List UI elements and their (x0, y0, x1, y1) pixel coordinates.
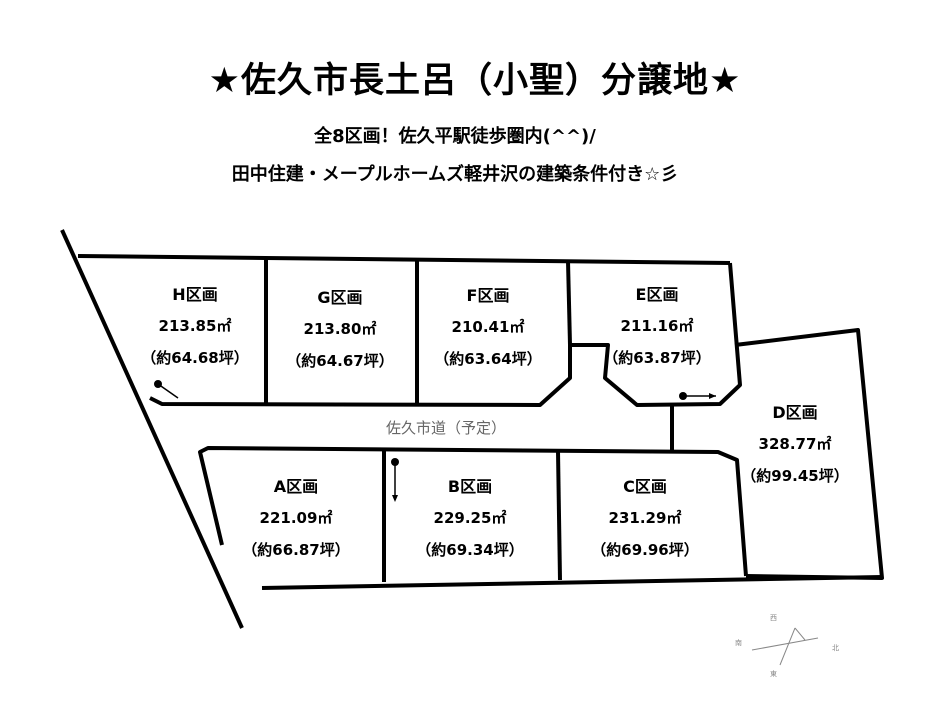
lot-g-tsubo: （約64.67坪） (286, 352, 393, 370)
divider-b-c (556, 450, 562, 581)
arrowhead-e (709, 393, 716, 399)
lot-b-tsubo: （約69.34坪） (416, 541, 523, 559)
lot-c-name: C区画 (623, 477, 667, 496)
south-row-outline (198, 446, 748, 577)
page-title: ★佐久市長土呂（小聖）分譲地★ (208, 61, 742, 101)
entrance-arrow-h (157, 383, 179, 399)
compass-line-2 (779, 627, 796, 666)
lot-d-outline (734, 328, 884, 580)
lot-g-name: G区画 (317, 288, 362, 307)
lot-e-tsubo: （約63.87坪） (603, 349, 710, 367)
subtitle-build-conditions: 田中住建・メープルホームズ軽井沢の建築条件付き☆彡 (231, 164, 679, 185)
lot-h-tsubo: （約64.68坪） (141, 349, 248, 367)
south-boundary-line (261, 575, 883, 590)
compass-east: 東 (770, 669, 777, 678)
compass-rose (751, 627, 819, 666)
lot-d-name: D区画 (772, 403, 817, 422)
lot-labels: H区画 213.85㎡ （約64.68坪） G区画 213.80㎡ （約64.67坪） F区… (141, 285, 848, 559)
road-label: 佐久市道（予定） (386, 419, 506, 437)
lot-f-area: 210.41㎡ (452, 318, 525, 336)
west-boundary-line (60, 229, 244, 629)
lot-h-name: H区画 (172, 285, 217, 304)
compass-line-1 (751, 637, 819, 651)
lot-c-tsubo: （約69.96坪） (591, 541, 698, 559)
divider-f-e (566, 260, 572, 346)
arrowhead-b (392, 495, 398, 502)
north-row-outline (149, 262, 742, 407)
compass-line-3 (794, 627, 806, 641)
lot-e-name: E区画 (636, 285, 679, 304)
lot-h-area: 213.85㎡ (159, 317, 232, 335)
lot-f-name: F区画 (467, 286, 510, 305)
compass-south: 南 (735, 638, 742, 647)
entrance-markers (154, 380, 716, 502)
lot-d-tsubo: （約99.45坪） (741, 467, 848, 485)
lot-a-name: A区画 (274, 477, 318, 496)
lot-b-name: B区画 (448, 477, 492, 496)
lot-g-area: 213.80㎡ (304, 320, 377, 338)
subtitle-walk-distance: 全8区画！佐久平駅徒歩圏内(^^)/ (314, 126, 596, 147)
lot-b-area: 229.25㎡ (434, 509, 507, 527)
compass-west: 西 (770, 614, 777, 622)
lot-boundaries (60, 229, 884, 629)
lot-a-tsubo: （約66.87坪） (242, 541, 349, 559)
lot-f-tsubo: （約63.64坪） (434, 350, 541, 368)
lot-e-area: 211.16㎡ (621, 317, 694, 335)
lot-c-area: 231.29㎡ (609, 509, 682, 527)
lot-a-area: 221.09㎡ (260, 509, 333, 527)
lot-d-area: 328.77㎡ (759, 435, 832, 453)
north-boundary-line (77, 254, 731, 265)
compass-north: 北 (832, 644, 839, 652)
